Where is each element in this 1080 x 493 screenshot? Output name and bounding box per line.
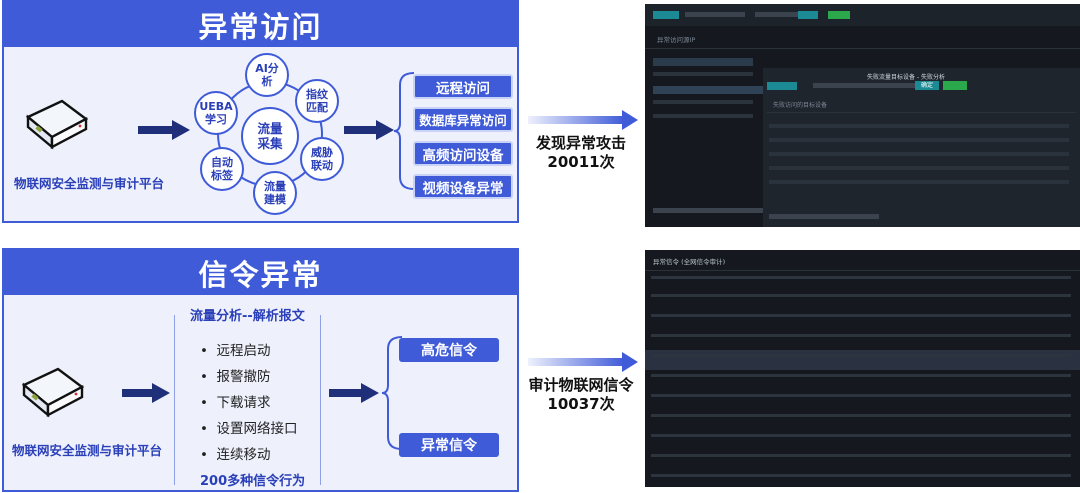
result-high-risk-signal: 高危信令: [399, 338, 499, 362]
center-circle-traffic-collection: 流量 采集: [241, 107, 299, 165]
overlay-export-button[interactable]: [943, 81, 967, 90]
server-device-icon: [25, 99, 89, 150]
abnormal-access-screenshot: 异常访问源IP 失败流量目标设备 - 失败分析 确定 失败访问的目标设备: [645, 4, 1080, 227]
gradient-arrow-icon: [528, 110, 638, 130]
bracket-connector: [394, 72, 415, 190]
attack-stat-value: 20011次: [547, 153, 615, 171]
top-panel-title: 异常访问: [4, 2, 517, 47]
bullet-set-network-interface: • 设置网络接口: [200, 421, 298, 437]
attack-stat: 发现异常攻击 20011次: [522, 134, 640, 172]
overlay-subtitle: 失败访问的目标设备: [773, 102, 828, 109]
overlay-confirm-button[interactable]: 确定: [915, 81, 939, 90]
failure-analysis-overlay: 失败流量目标设备 - 失败分析 确定 失败访问的目标设备: [763, 68, 1080, 227]
signal-behavior-footer: 200多种信令行为: [200, 474, 306, 489]
overlay-title: 失败流量目标设备 - 失败分析: [867, 74, 945, 81]
bullet-download-request: • 下载请求: [200, 395, 271, 411]
signal-audit-value: 10037次: [547, 395, 615, 413]
result-db-abnormal-access: 数据库异常访问: [413, 107, 513, 132]
source-ip-title: 异常访问源IP: [657, 36, 696, 44]
arrow-icon: [122, 383, 170, 403]
traffic-analysis-heading: 流量分析--解析报文: [190, 309, 305, 324]
search-button[interactable]: [798, 11, 818, 19]
gradient-arrow-icon: [528, 352, 638, 372]
overlay-filter-button[interactable]: [767, 82, 797, 90]
signal-screenshot-title: 异常信令 (全网信令审计): [653, 258, 726, 266]
circle-threat-linkage: 威胁 联动: [300, 137, 344, 181]
platform-label: 物联网安全监测与审计平台: [14, 176, 165, 191]
bullet-alarm-disarm: • 报警撤防: [200, 369, 271, 385]
result-video-device-abnormal: 视频设备异常: [413, 174, 513, 199]
top-panel-body: 物联网安全监测与审计平台 流量 采集 AI分 析 指纹 匹配 威胁 联动 流量 …: [4, 47, 517, 221]
result-abnormal-signal: 异常信令: [399, 433, 499, 457]
arrow-icon: [138, 120, 190, 140]
platform-label: 物联网安全监测与审计平台: [12, 443, 163, 458]
bracket-connector: [382, 336, 403, 450]
result-high-freq-device: 高频访问设备: [413, 141, 513, 166]
circle-ueba-learning: UEBA 学习: [194, 91, 238, 135]
attack-stat-label: 发现异常攻击: [535, 134, 626, 152]
signal-audit-screenshot: 异常信令 (全网信令审计): [645, 250, 1080, 487]
bottom-panel-title: 信令异常: [4, 250, 517, 295]
signal-audit-label: 审计物联网信令: [528, 376, 634, 394]
top-panel: 异常访问 物联网安全监测与审计平台 流量 采集 AI分 析 指纹 匹配 威胁 联…: [2, 0, 519, 223]
arrow-icon: [329, 383, 379, 403]
circle-traffic-modeling: 流量 建模: [253, 171, 297, 215]
result-remote-access: 远程访问: [413, 74, 513, 99]
table-rows: [651, 276, 1071, 477]
bottom-panel-body: 物联网安全监测与审计平台 流量分析--解析报文 • 远程启动 • 报警撤防 • …: [4, 295, 517, 490]
export-button[interactable]: [828, 11, 850, 19]
signal-audit-stat: 审计物联网信令 10037次: [522, 376, 640, 414]
bullet-continuous-move: • 连续移动: [200, 447, 271, 463]
circle-fingerprint-match: 指纹 匹配: [295, 79, 339, 123]
server-device-icon: [21, 367, 85, 418]
bottom-panel: 信令异常 物联网安全监测与审计平台 流量分析--解析报文 • 远程启动 • 报警…: [2, 248, 519, 492]
circle-ai-analysis: AI分 析: [245, 53, 289, 97]
arrow-icon: [344, 120, 394, 140]
bullet-remote-start: • 远程启动: [200, 343, 271, 359]
circle-auto-tagging: 自动 标签: [200, 147, 244, 191]
filter-button[interactable]: [653, 11, 679, 19]
